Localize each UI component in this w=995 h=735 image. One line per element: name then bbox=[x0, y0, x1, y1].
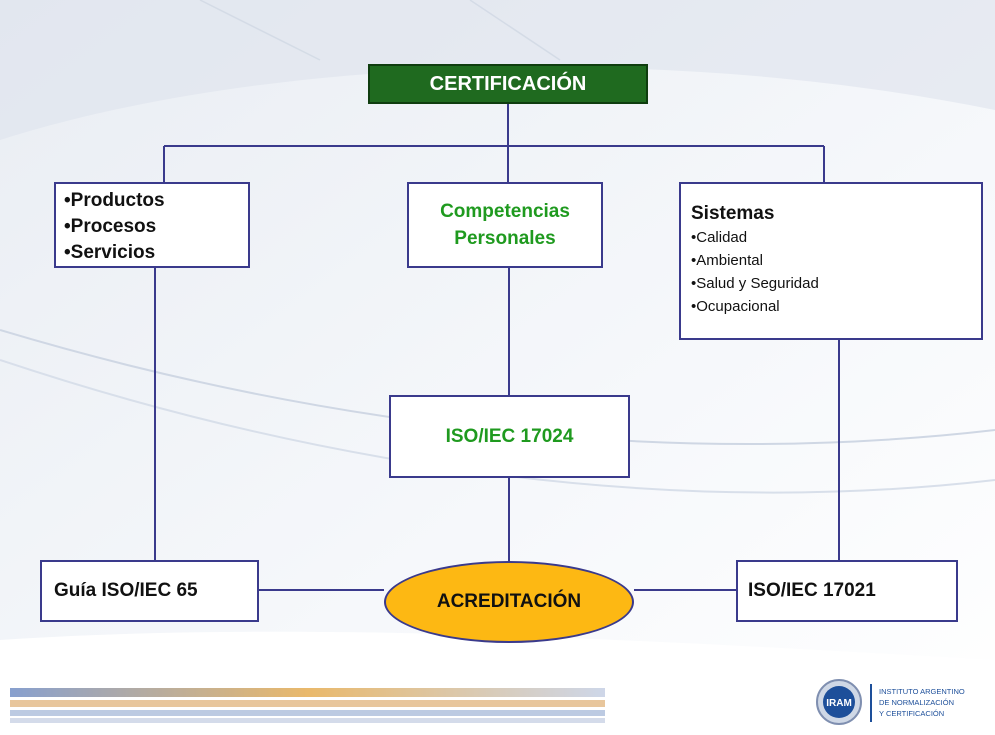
certification-title: CERTIFICACIÓN bbox=[429, 72, 587, 95]
systems-box: Sistemas •Calidad •Ambiental •Salud y Se… bbox=[679, 182, 983, 340]
certification-box: CERTIFICACIÓN bbox=[368, 64, 648, 104]
iram-logo: IRAM INSTITUTO ARGENTINO DE NORMALIZACIÓ… bbox=[815, 676, 990, 728]
iram-logo-text-3: Y CERTIFICACIÓN bbox=[879, 709, 944, 718]
personnel-line-1: Competencias bbox=[440, 201, 570, 222]
decorative-stripe bbox=[10, 688, 605, 697]
iso-17021-box: ISO/IEC 17021 bbox=[736, 560, 958, 622]
processes-item: •Procesos bbox=[64, 216, 157, 237]
products-box: •Productos •Procesos •Servicios bbox=[54, 182, 250, 268]
iso-guide-65-label: Guía ISO/IEC 65 bbox=[54, 580, 198, 601]
iram-logo-text-2: DE NORMALIZACIÓN bbox=[879, 698, 954, 707]
systems-title: Sistemas bbox=[691, 203, 775, 224]
personnel-line-2: Personales bbox=[454, 228, 556, 249]
iso-guide-65-box: Guía ISO/IEC 65 bbox=[40, 560, 259, 622]
iso-17024-label: ISO/IEC 17024 bbox=[445, 425, 574, 447]
iram-logo-mark: IRAM bbox=[826, 698, 852, 709]
products-item: •Productos bbox=[64, 190, 165, 211]
personnel-box: Competencias Personales bbox=[407, 182, 603, 268]
accreditation-ellipse: ACREDITACIÓN bbox=[384, 561, 634, 643]
services-item: •Servicios bbox=[64, 242, 156, 263]
iso-17024-box: ISO/IEC 17024 bbox=[389, 395, 630, 478]
systems-item-health-safety: •Salud y Seguridad bbox=[691, 275, 819, 292]
iso-17021-label: ISO/IEC 17021 bbox=[748, 580, 876, 601]
systems-item-quality: •Calidad bbox=[691, 229, 748, 246]
accreditation-label: ACREDITACIÓN bbox=[436, 591, 582, 612]
iram-logo-text-1: INSTITUTO ARGENTINO bbox=[879, 687, 965, 696]
systems-item-environmental: •Ambiental bbox=[691, 252, 763, 269]
systems-item-occupational: •Ocupacional bbox=[691, 298, 780, 315]
